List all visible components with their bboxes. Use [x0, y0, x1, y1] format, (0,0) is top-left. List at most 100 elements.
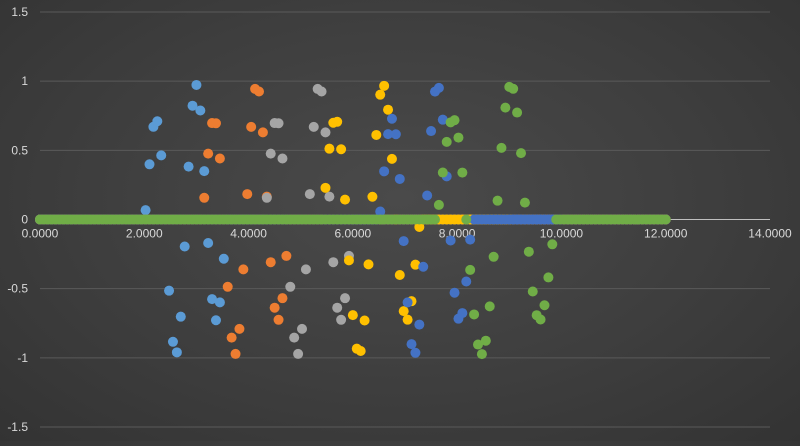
- data-point-series-5: [402, 297, 413, 308]
- data-point-series-1: [191, 79, 202, 90]
- data-point-series-1: [152, 116, 163, 127]
- data-point-series-6: [519, 197, 530, 208]
- y-tick-label: 0: [21, 213, 28, 227]
- data-point-series-6: [437, 167, 448, 178]
- data-point-series-3: [328, 257, 339, 268]
- data-point-series-2: [230, 348, 241, 359]
- data-point-series-4: [371, 129, 382, 140]
- data-point-series-4: [340, 194, 351, 205]
- data-point-series-6: [461, 214, 472, 225]
- data-point-series-6: [535, 314, 546, 325]
- data-point-series-5: [445, 235, 456, 246]
- y-tick-label: -0.5: [7, 282, 28, 296]
- data-point-series-1: [140, 205, 151, 216]
- data-point-series-2: [214, 153, 225, 164]
- data-point-series-1: [199, 166, 210, 177]
- data-point-series-2: [242, 189, 253, 200]
- data-point-series-5: [398, 236, 409, 247]
- data-point-series-4: [414, 221, 425, 232]
- data-point-series-6: [473, 339, 483, 350]
- data-point-series-5: [394, 173, 405, 184]
- data-point-series-6: [453, 132, 464, 143]
- data-point-series-3: [324, 191, 335, 202]
- data-point-series-6: [488, 251, 499, 262]
- data-point-series-2: [199, 192, 210, 203]
- data-point-series-4: [363, 259, 374, 270]
- data-point-series-3: [285, 281, 296, 292]
- data-point-series-6: [547, 239, 558, 250]
- data-point-series-2: [203, 148, 214, 159]
- data-point-series-4: [355, 346, 366, 357]
- data-point-series-2: [273, 314, 284, 325]
- data-point-series-3: [332, 302, 343, 313]
- data-point-series-1: [179, 241, 190, 252]
- data-point-series-1: [187, 100, 198, 111]
- data-point-series-2: [281, 250, 292, 261]
- data-point-series-2: [265, 257, 276, 268]
- data-point-series-6: [433, 199, 444, 210]
- data-point-series-6: [441, 136, 452, 147]
- data-point-series-5: [410, 347, 421, 358]
- data-point-series-4: [379, 80, 390, 91]
- x-tick-label: 6.0000: [335, 227, 372, 241]
- y-tick-label: 1: [21, 74, 28, 88]
- data-point-series-2: [269, 302, 280, 313]
- data-point-series-5: [406, 339, 417, 350]
- data-point-series-5: [433, 82, 444, 93]
- data-point-series-1: [218, 253, 229, 264]
- data-point-series-6: [457, 167, 468, 178]
- data-point-series-6: [429, 214, 440, 225]
- data-point-series-1: [183, 161, 194, 172]
- data-point-series-1: [210, 315, 221, 326]
- y-tick-label: 0.5: [11, 143, 28, 157]
- data-point-series-2: [234, 323, 245, 334]
- data-point-series-6: [476, 349, 487, 360]
- data-point-series-6: [480, 335, 491, 346]
- data-point-series-4: [324, 143, 335, 154]
- data-point-series-1: [156, 150, 167, 161]
- data-point-series-5: [461, 276, 472, 287]
- data-point-series-6: [492, 195, 503, 206]
- data-point-series-5: [422, 190, 433, 201]
- data-point-series-6: [539, 300, 550, 311]
- data-point-series-1: [171, 347, 182, 358]
- data-point-series-3: [316, 86, 327, 97]
- data-point-series-4: [398, 306, 409, 317]
- data-point-series-3: [265, 148, 276, 159]
- data-point-series-4: [343, 255, 354, 266]
- data-point-series-2: [246, 121, 257, 132]
- data-point-series-4: [410, 259, 421, 270]
- data-point-series-6: [465, 264, 476, 275]
- data-point-series-2: [226, 332, 237, 343]
- data-point-series-5: [386, 113, 397, 124]
- data-point-series-6: [527, 286, 538, 297]
- data-point-series-1: [203, 237, 214, 248]
- data-point-series-3: [261, 192, 272, 203]
- data-point-series-1: [195, 105, 206, 116]
- x-tick-label: 14.0000: [748, 227, 792, 241]
- data-point-series-6: [449, 115, 460, 126]
- y-tick-label: -1.5: [7, 420, 28, 434]
- data-point-series-1: [164, 285, 175, 296]
- data-point-series-6: [523, 246, 534, 257]
- data-point-series-2: [277, 293, 288, 304]
- data-point-series-1: [144, 159, 155, 170]
- data-point-series-6: [516, 148, 527, 159]
- y-tick-label: -1: [17, 351, 28, 365]
- data-point-series-5: [457, 308, 468, 319]
- data-point-series-2: [254, 86, 264, 97]
- data-point-series-5: [426, 126, 437, 137]
- data-point-series-1: [207, 294, 218, 305]
- data-point-series-5: [418, 261, 429, 272]
- data-point-series-5: [437, 114, 448, 125]
- data-point-series-4: [367, 191, 378, 202]
- data-point-series-6: [469, 309, 480, 320]
- data-point-series-6: [512, 107, 523, 118]
- data-point-series-6: [543, 272, 554, 283]
- data-point-series-4: [332, 116, 343, 127]
- data-point-series-5: [390, 129, 401, 140]
- data-point-series-5: [449, 287, 460, 298]
- x-tick-label: 12.0000: [644, 227, 688, 241]
- data-point-series-4: [386, 153, 397, 164]
